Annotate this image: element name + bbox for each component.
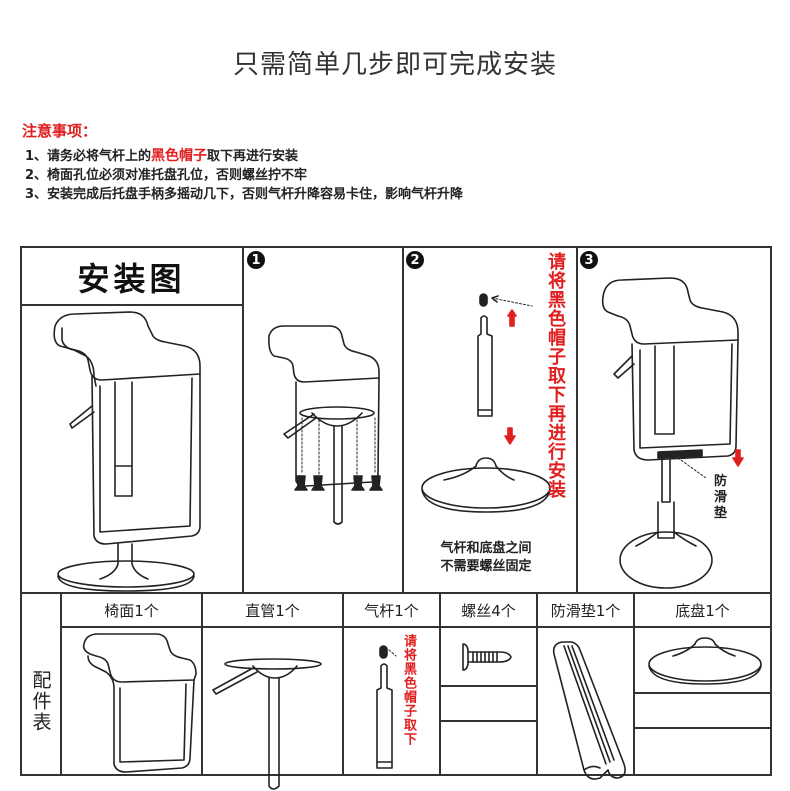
step-number: 3 bbox=[584, 252, 594, 268]
note-text: 取下再进行安装 bbox=[207, 149, 299, 164]
caption-line: 气杆和底盘之间 bbox=[440, 541, 532, 556]
table-border-bottom bbox=[20, 774, 772, 776]
part-header-gas-lift: 气杆1个 bbox=[364, 602, 419, 620]
base-cell-divider bbox=[634, 692, 772, 694]
step-2-side-note: 请将黑色帽子取下再进行安装 bbox=[545, 252, 566, 499]
col-divider bbox=[201, 592, 203, 775]
screw-cell-divider bbox=[440, 720, 537, 722]
table-border-left bbox=[20, 246, 22, 776]
col-divider bbox=[402, 246, 404, 593]
table-border-top bbox=[20, 246, 772, 248]
col-divider bbox=[342, 592, 344, 775]
step-number: 2 bbox=[410, 252, 420, 268]
gas-lift-icon bbox=[376, 645, 397, 769]
step-2-number-icon: 2 bbox=[406, 251, 424, 269]
col-divider bbox=[60, 592, 62, 775]
step-1-number-icon: 1 bbox=[247, 251, 265, 269]
table-divider bbox=[20, 592, 772, 594]
note-highlight: 黑色帽子 bbox=[151, 148, 208, 164]
note-item-2: 2、椅面孔位必须对准托盘孔位，否则螺丝拧不牢 bbox=[25, 164, 307, 183]
anti-slip-pad-icon bbox=[552, 641, 626, 780]
step-2-caption: 气杆和底盘之间 不需要螺丝固定 bbox=[424, 540, 548, 576]
screw-icon bbox=[462, 643, 512, 671]
base-icon bbox=[648, 637, 762, 685]
col-divider bbox=[576, 246, 578, 593]
step-2-gas-lift-base-icon bbox=[421, 293, 551, 513]
parts-list-label: 配件表 bbox=[29, 669, 52, 733]
note-text: 3、安装完成后托盘手柄多摇动几下，否则气杆升降容易卡住，影响气杆升降 bbox=[25, 187, 464, 202]
note-text: 1、请务必将气杆上的 bbox=[25, 149, 152, 164]
note-item-1: 1、请务必将气杆上的黑色帽子取下再进行安装 bbox=[25, 145, 298, 165]
anti-slip-pad-callout: 防滑垫 bbox=[714, 474, 728, 521]
label-divider bbox=[20, 304, 243, 306]
notes-heading: 注意事项： bbox=[22, 122, 98, 140]
note-text: 2、椅面孔位必须对准托盘孔位，否则螺丝拧不牢 bbox=[25, 168, 308, 183]
base-cell-divider bbox=[634, 727, 772, 729]
gas-lift-note: 请将黑色帽子取下 bbox=[401, 634, 416, 746]
screw-cell-divider bbox=[440, 685, 537, 687]
part-header-tube: 直管1个 bbox=[245, 602, 300, 620]
step-3-complete-stool-icon bbox=[601, 277, 744, 589]
col-divider bbox=[536, 592, 538, 775]
step-number: 1 bbox=[251, 252, 261, 268]
step-1-attach-seat-icon bbox=[268, 325, 383, 525]
tray-tube-icon bbox=[212, 658, 322, 790]
table-border-right bbox=[770, 246, 772, 776]
col-divider bbox=[242, 246, 244, 593]
col-divider bbox=[633, 592, 635, 775]
part-header-seat: 椅面1个 bbox=[104, 602, 159, 620]
caption-line: 不需要螺丝固定 bbox=[440, 559, 532, 574]
part-header-screw: 螺丝4个 bbox=[461, 602, 516, 620]
seat-icon bbox=[82, 633, 197, 773]
parts-list-label-cell: 配件表 bbox=[22, 628, 60, 774]
note-item-3: 3、安装完成后托盘手柄多摇动几下，否则气杆升降容易卡住，影响气杆升降 bbox=[25, 183, 463, 202]
page-title: 只需简单几步即可完成安装 bbox=[232, 50, 557, 80]
assembled-stool-icon bbox=[53, 311, 201, 592]
step-3-number-icon: 3 bbox=[580, 251, 598, 269]
col-divider bbox=[439, 592, 441, 775]
installation-diagram-label: 安装图 bbox=[77, 259, 186, 298]
part-header-pad: 防滑垫1个 bbox=[550, 602, 621, 620]
parts-header-divider bbox=[60, 626, 772, 628]
part-header-base: 底盘1个 bbox=[675, 602, 730, 620]
